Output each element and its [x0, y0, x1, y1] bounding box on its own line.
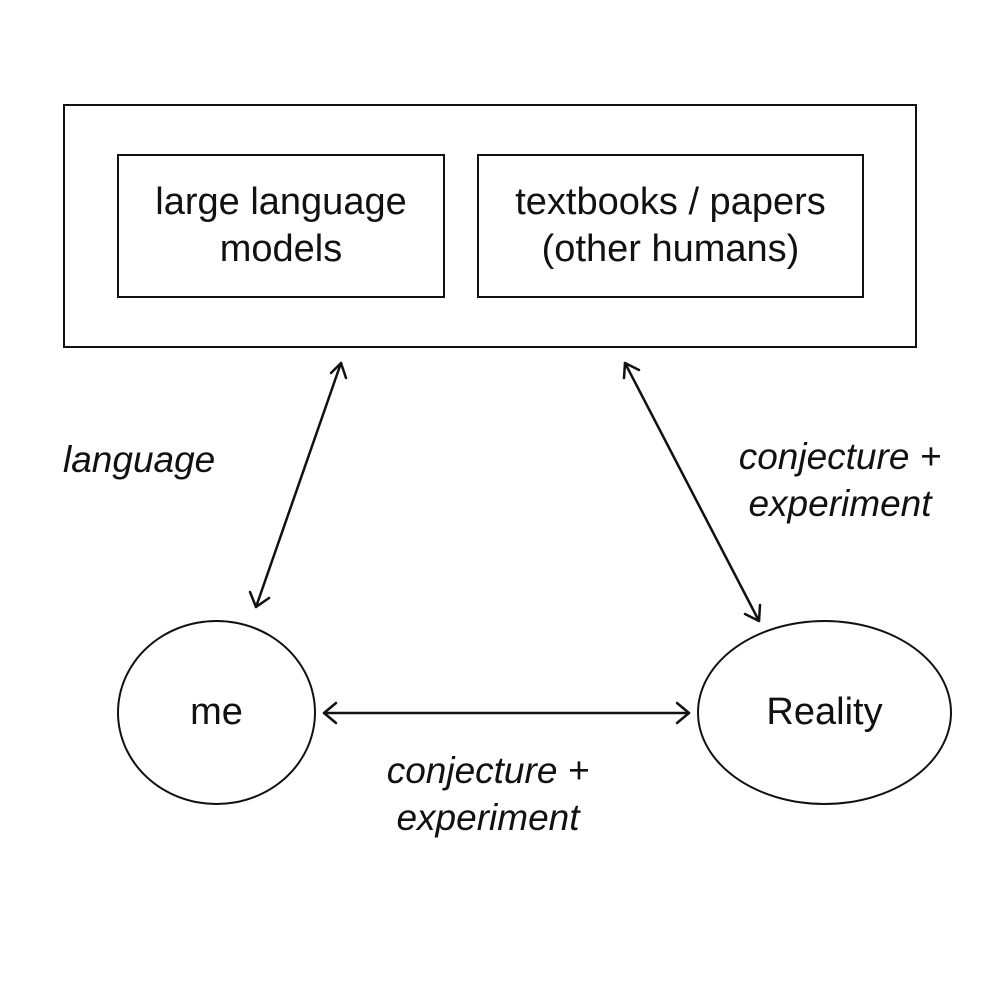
textbooks-box-line-1: textbooks / papers	[515, 181, 826, 223]
me-node-label: me	[190, 691, 243, 733]
me-node: me	[117, 620, 316, 805]
arrow-container-me-head-top	[329, 361, 348, 380]
textbooks-box: textbooks / papers (other humans)	[477, 154, 864, 298]
arrow-container-reality-head-top	[622, 361, 641, 380]
reality-node-label: Reality	[766, 691, 883, 733]
me-reality-edge-label: conjecture + experiment	[360, 747, 616, 841]
arrow-me-reality	[322, 701, 691, 725]
me-reality-edge-label-line-2: experiment	[396, 797, 580, 838]
llm-box-line-1: large language	[155, 181, 407, 223]
language-edge-label-line-1: language	[63, 439, 216, 480]
arrow-me-reality-head-right	[675, 701, 691, 725]
arrow-container-me-shaft	[254, 361, 343, 609]
me-reality-edge-label-line-1: conjecture +	[386, 750, 590, 791]
reality-node: Reality	[697, 620, 952, 805]
textbooks-box-line-2: (other humans)	[541, 228, 800, 270]
container-reality-edge-label-line-1: conjecture +	[738, 436, 942, 477]
llm-box: large language models	[117, 154, 445, 298]
arrow-container-me	[248, 361, 348, 609]
language-edge-label: language	[63, 436, 215, 483]
llm-box-line-2: models	[219, 228, 343, 270]
container-reality-edge-label-line-2: experiment	[748, 483, 932, 524]
arrow-me-reality-head-left	[322, 701, 338, 725]
container-reality-edge-label: conjecture + experiment	[712, 433, 968, 527]
arrow-container-me-head-bottom	[248, 590, 271, 609]
arrow-container-reality-head-bottom	[743, 603, 762, 623]
